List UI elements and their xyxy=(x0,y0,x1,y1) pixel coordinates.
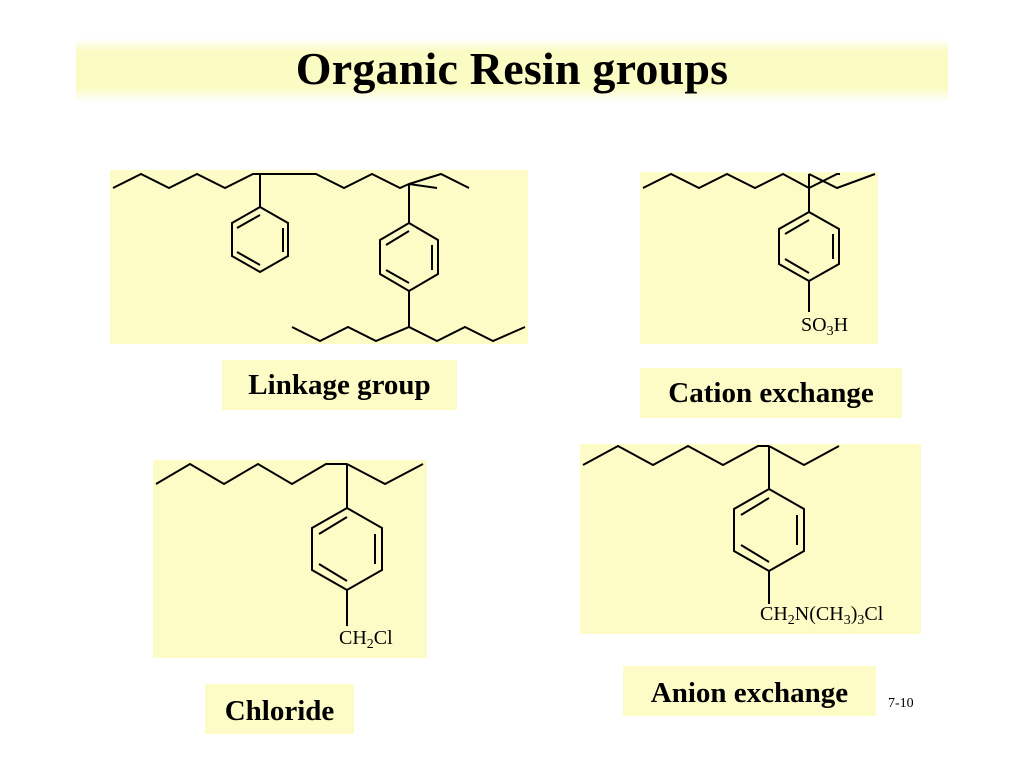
ring-double-bond xyxy=(740,497,770,516)
ring-double-bond xyxy=(236,251,261,266)
phenyl-ring xyxy=(778,210,840,283)
side-branch xyxy=(408,172,470,189)
sulfonic-acid-formula: SO3H xyxy=(801,314,849,339)
chloromethyl-formula: CH2Cl xyxy=(339,627,393,652)
ring-double-bond xyxy=(784,219,810,235)
backbone-chain xyxy=(582,444,769,467)
anion-structure-diagram xyxy=(582,444,840,604)
ring-double-bond xyxy=(318,516,348,535)
lower-backbone-chain xyxy=(291,325,526,343)
ring-double-bond xyxy=(318,563,348,582)
slide-title: Organic Resin groups xyxy=(295,43,729,94)
backbone-chain xyxy=(642,172,840,190)
side-branch xyxy=(346,463,424,486)
ring-double-bond xyxy=(784,258,810,274)
side-branch xyxy=(808,173,876,190)
ring-double-bond xyxy=(385,230,410,246)
side-branch xyxy=(768,445,840,467)
linkage-structure-panel xyxy=(110,170,528,344)
cation-structure-diagram xyxy=(642,172,876,312)
chloride-structure-panel: CH2Cl xyxy=(153,460,427,658)
backbone-chain xyxy=(155,462,347,486)
ring-double-bond xyxy=(385,269,410,284)
cation-exchange-label: Cation exchange xyxy=(640,368,902,418)
linkage-group-label: Linkage group xyxy=(222,360,457,410)
ring-double-bond xyxy=(236,214,261,229)
chloride-structure-diagram xyxy=(155,462,424,626)
slide-number: 7-10 xyxy=(888,696,914,711)
anion-structure-panel: CH2N(CH3)3Cl xyxy=(580,444,921,634)
title-bar: Organic Resin groups xyxy=(76,38,948,102)
chloride-label: Chloride xyxy=(205,684,354,734)
backbone-chain xyxy=(112,172,438,190)
linkage-structure-diagram xyxy=(112,172,526,343)
phenyl-ring xyxy=(311,506,383,592)
phenyl-ring xyxy=(733,487,805,573)
phenyl-ring xyxy=(231,205,289,274)
cation-structure-panel: SO3H xyxy=(640,172,878,344)
ring-double-bond xyxy=(740,544,770,563)
phenyl-ring xyxy=(379,221,439,293)
anion-exchange-label: Anion exchange xyxy=(623,666,876,716)
trimethylammonium-formula: CH2N(CH3)3Cl xyxy=(760,603,884,628)
